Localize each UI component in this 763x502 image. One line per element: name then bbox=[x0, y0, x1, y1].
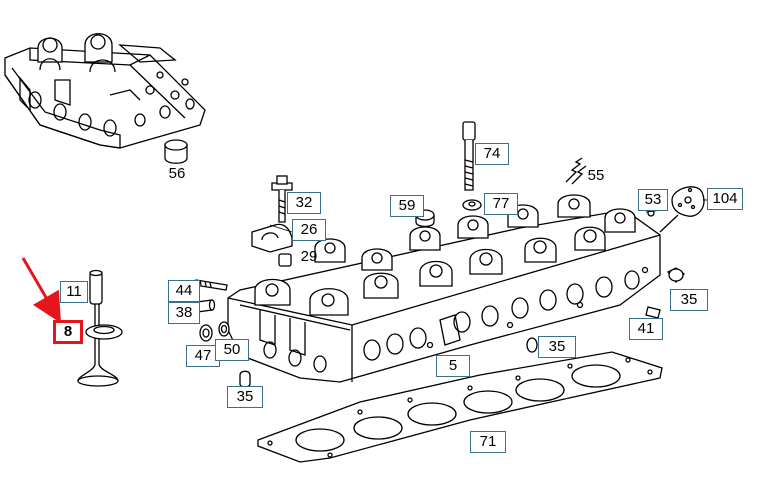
cylinder-head-main bbox=[227, 194, 661, 383]
label-part-32[interactable]: 32 bbox=[287, 192, 321, 214]
part-26-bearing-cap bbox=[251, 223, 293, 253]
highlight-arrow bbox=[21, 257, 62, 324]
part-29-sleeve bbox=[278, 253, 292, 267]
part-77-washer bbox=[462, 199, 482, 211]
label-part-104[interactable]: 104 bbox=[707, 188, 743, 210]
label-part-41[interactable]: 41 bbox=[629, 318, 663, 340]
label-part-50[interactable]: 50 bbox=[215, 339, 249, 361]
label-part-71[interactable]: 71 bbox=[470, 431, 506, 453]
label-part-77[interactable]: 77 bbox=[484, 193, 518, 215]
label-part-44[interactable]: 44 bbox=[168, 280, 200, 302]
part-74-bolt bbox=[462, 121, 476, 191]
label-part-74[interactable]: 74 bbox=[475, 143, 509, 165]
label-part-35-b[interactable]: 35 bbox=[538, 336, 576, 358]
label-part-35-c[interactable]: 35 bbox=[227, 386, 263, 408]
label-part-55: 55 bbox=[587, 167, 605, 184]
part-47-seal bbox=[199, 324, 213, 342]
label-part-38[interactable]: 38 bbox=[168, 302, 200, 324]
part-35-bushing-a bbox=[666, 267, 685, 283]
cylinder-head-small bbox=[4, 33, 206, 149]
label-part-53[interactable]: 53 bbox=[638, 189, 668, 211]
valve-assembly bbox=[77, 269, 123, 387]
part-32-bolt bbox=[271, 175, 293, 223]
part-41-pin bbox=[645, 306, 661, 319]
label-part-47[interactable]: 47 bbox=[186, 345, 220, 367]
part-56-cup bbox=[164, 139, 188, 164]
part-55-spring bbox=[565, 157, 587, 185]
label-part-26[interactable]: 26 bbox=[292, 219, 326, 241]
label-part-59[interactable]: 59 bbox=[390, 195, 424, 217]
label-part-8-highlighted[interactable]: 8 bbox=[53, 320, 83, 344]
part-71-gasket bbox=[257, 351, 663, 463]
label-part-56: 56 bbox=[168, 165, 186, 182]
part-50-ring bbox=[218, 321, 230, 337]
part-35-bushing-c bbox=[239, 370, 251, 388]
label-part-35-a[interactable]: 35 bbox=[670, 289, 708, 311]
label-part-29: 29 bbox=[300, 248, 318, 265]
label-part-11[interactable]: 11 bbox=[60, 281, 88, 303]
label-part-5[interactable]: 5 bbox=[436, 355, 470, 377]
part-35-bushing-b bbox=[526, 337, 538, 353]
part-104-cover bbox=[659, 186, 705, 233]
